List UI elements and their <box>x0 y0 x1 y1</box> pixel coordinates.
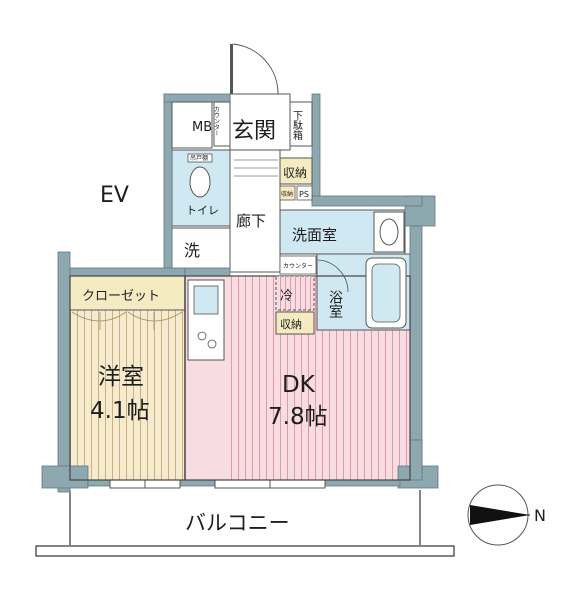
entrance-step <box>234 159 278 177</box>
balcony-area <box>35 490 455 557</box>
storage-2 <box>275 311 315 335</box>
pipe-space <box>296 185 313 201</box>
ev-label: EV <box>100 183 129 208</box>
balcony-rail <box>35 545 455 557</box>
paper-holder-label: 吊戸棚 <box>190 154 208 162</box>
balcony-label: バルコニー <box>185 511 290 535</box>
closet-area <box>69 275 186 311</box>
washer-label: 洗 <box>184 241 200 260</box>
compass-north-label: N <box>534 506 546 525</box>
washroom-label: 洗面室 <box>292 226 337 244</box>
bath-door <box>317 259 349 293</box>
storage-1 <box>279 157 313 185</box>
closet-doors <box>71 311 183 330</box>
dk-size: 7.8帖 <box>268 404 328 430</box>
bathtub <box>365 257 407 329</box>
counter-wash-label: カウンター <box>283 262 313 270</box>
washer-space <box>171 227 231 273</box>
entrance-label: 玄関 <box>232 119 276 144</box>
kitchen-counter <box>187 279 225 361</box>
bath-label: 浴室 <box>327 290 343 318</box>
shoe-box <box>289 101 313 147</box>
mb-label: MB <box>192 120 212 135</box>
storage-small-label: 収納 <box>281 190 293 198</box>
mb-box <box>171 101 213 149</box>
ps-label: PS <box>299 190 309 199</box>
compass <box>467 484 530 546</box>
hallway <box>229 149 281 273</box>
windows <box>109 479 326 489</box>
fridge-space <box>275 275 315 311</box>
hallway-label: 廊下 <box>236 212 266 230</box>
dk-label: DK <box>282 372 316 398</box>
toilet-fixture <box>187 153 213 198</box>
closet-label: クローゼット <box>82 289 160 304</box>
western-room-size: 4.1帖 <box>90 398 150 424</box>
storage-1-label: 収納 <box>283 166 307 180</box>
western-room-label: 洋室 <box>98 364 144 390</box>
storage-small <box>279 185 296 201</box>
storage-2-label: 収納 <box>280 318 302 331</box>
entrance-counter <box>213 101 231 147</box>
counter-entrance-label: カウンター <box>213 106 220 136</box>
western-room-floor <box>70 310 185 480</box>
main-outline <box>69 275 411 481</box>
entrance-door <box>230 43 279 95</box>
wash-counter <box>279 255 317 275</box>
shoe-box-label: 下駄箱 <box>291 110 303 141</box>
fridge-label: 冷 <box>280 289 293 304</box>
wash-basin <box>373 211 405 253</box>
toilet-label: トイレ <box>186 204 219 217</box>
